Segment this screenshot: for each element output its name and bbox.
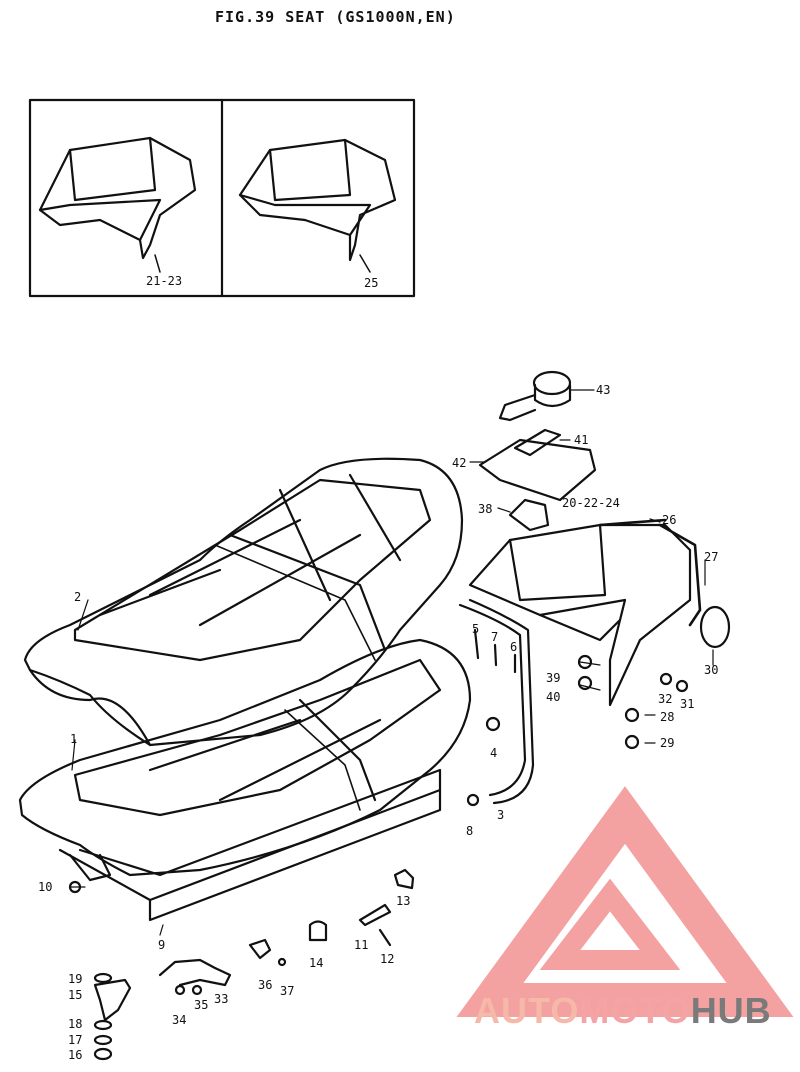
leader-lines [69, 389, 714, 936]
callout-9: 9 [158, 938, 166, 952]
seat-1 [18, 638, 472, 922]
callout-10: 10 [38, 880, 53, 894]
hardware [68, 628, 689, 1061]
callout-30: 30 [704, 663, 719, 677]
callout-3: 3 [497, 808, 505, 822]
seat-2 [23, 457, 464, 747]
callout-5: 5 [472, 622, 480, 636]
inset-label-left: 21-23 [146, 274, 183, 288]
callout-4: 4 [490, 746, 498, 760]
callout-37: 37 [280, 984, 295, 998]
callout-11: 11 [354, 938, 369, 952]
callout-16: 16 [68, 1048, 83, 1062]
callout-13: 13 [396, 894, 411, 908]
callout-28: 28 [660, 710, 675, 724]
callout-18: 18 [68, 1017, 83, 1031]
callout-12: 12 [380, 952, 395, 966]
callout-15: 15 [68, 988, 83, 1002]
callout-42: 42 [452, 456, 467, 470]
callout-7: 7 [491, 630, 499, 644]
callout-33: 33 [214, 992, 229, 1006]
callout-31: 31 [680, 697, 695, 711]
callout-36: 36 [258, 978, 273, 992]
callout-19: 19 [68, 972, 83, 986]
callout-17: 17 [68, 1033, 83, 1047]
inset-panel [28, 98, 416, 298]
inset-label-right: 25 [364, 276, 379, 290]
callout-27: 27 [704, 550, 719, 564]
callout-20-22-24: 20-22-24 [562, 496, 620, 510]
callout-34: 34 [172, 1013, 187, 1027]
callout-8: 8 [466, 824, 474, 838]
figure-title: FIG.39 SEAT (GS1000N,EN) [215, 8, 456, 26]
callout-40: 40 [546, 690, 561, 704]
callout-43: 43 [596, 383, 611, 397]
callout-29: 29 [660, 736, 675, 750]
callout-1: 1 [70, 732, 78, 746]
callout-41: 41 [574, 433, 589, 447]
callout-35: 35 [194, 998, 209, 1012]
callout-2: 2 [74, 590, 82, 604]
callout-6: 6 [510, 640, 518, 654]
top-parts [478, 370, 597, 532]
watermark-text: AUTOMOTOHUB [474, 990, 772, 1031]
tail-cowl [458, 518, 702, 805]
reflector-30 [699, 605, 731, 649]
callout-14: 14 [309, 956, 324, 970]
callout-38: 38 [478, 502, 493, 516]
callout-39: 39 [546, 671, 561, 685]
callout-32: 32 [658, 692, 673, 706]
callout-26: 26 [662, 513, 677, 527]
